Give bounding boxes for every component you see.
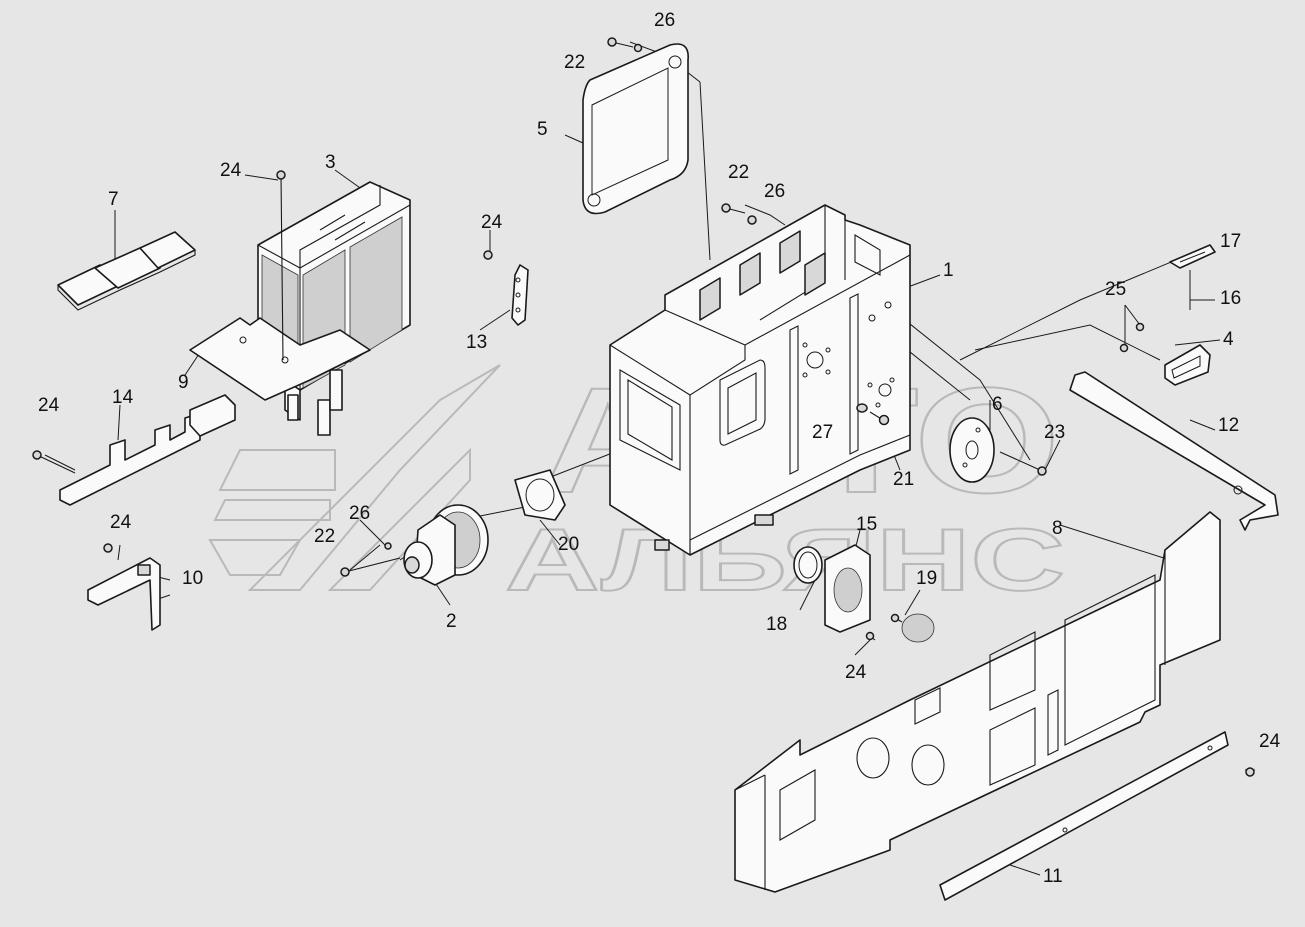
callout-26-top: 26 [654,10,675,31]
callout-24-vent: 24 [845,662,867,683]
callout-9: 9 [178,372,189,393]
part-10-bracket [87,543,161,631]
callout-17: 17 [1220,231,1241,252]
part-18-seal-ring [793,546,823,584]
callout-21: 21 [893,469,914,490]
part-13-strip [483,250,529,326]
part-4-nozzle [1119,322,1211,386]
part-11-strip [939,731,1255,901]
watermark-logo [208,364,501,591]
callout-24-strip: 24 [481,212,503,233]
callout-23: 23 [1044,422,1065,443]
part-2-blower-motor [340,504,489,586]
part-17-cap [1169,244,1216,269]
callout-4: 4 [1223,329,1234,350]
callout-8: 8 [1052,518,1063,539]
watermark-line2: АЛЬЯНС [505,510,1065,609]
part-9-base-plate [189,317,371,401]
callout-22-mid: 22 [728,162,749,183]
callout-labels: 1 2 3 4 5 6 7 8 9 10 11 12 13 14 15 16 1… [38,10,1281,887]
fastener-22-mid [721,203,757,225]
callout-16: 16 [1220,288,1241,309]
callout-20: 20 [558,534,579,555]
callout-1: 1 [943,260,954,281]
callout-24-left: 24 [110,512,132,533]
part-14-bracket [32,394,236,506]
callout-10: 10 [182,568,203,589]
callout-26-mid: 26 [764,181,785,202]
callout-24-strip-end: 24 [1259,731,1281,752]
callout-14: 14 [112,387,134,408]
fastener-22-top [607,37,643,53]
fastener-24-core [276,170,286,361]
callout-15: 15 [856,514,877,535]
callout-6: 6 [992,394,1003,415]
part-6-flange [949,417,1047,483]
part-3-heater-core [257,181,411,436]
callout-25: 25 [1105,279,1126,300]
callout-24-core: 24 [220,160,242,181]
part-19-grille [865,613,935,643]
fastener-27 [856,403,868,413]
callout-22-left: 22 [314,526,335,547]
callout-26-left: 26 [349,503,370,524]
callout-24-bracket: 24 [38,395,60,416]
part-5-cover-plate [582,43,689,215]
part-1-heater-housing [609,204,911,556]
fastener-21 [869,411,890,426]
callout-19: 19 [916,568,937,589]
callout-27: 27 [812,422,833,443]
part-12-rail [1069,371,1279,531]
callout-3: 3 [325,152,336,173]
callout-11: 11 [1043,866,1063,887]
callout-13: 13 [466,332,487,353]
callout-18: 18 [766,614,787,635]
part-20-gasket [514,469,566,521]
callout-12: 12 [1218,415,1239,436]
part-15-vent-frame [824,544,871,633]
part-8-side-panel [734,511,1221,893]
callout-5: 5 [537,119,548,140]
callout-22-top: 22 [564,52,585,73]
callout-2: 2 [446,611,457,632]
callout-7: 7 [108,189,119,210]
part-7-filter-pads [57,231,196,311]
